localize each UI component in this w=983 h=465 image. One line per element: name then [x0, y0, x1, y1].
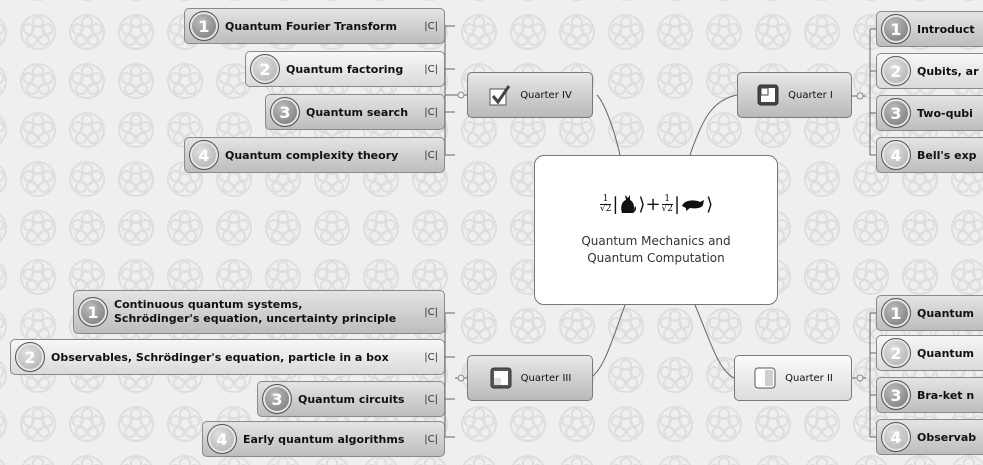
q4-item-1[interactable]: 1 Quantum Fourier Transform |C|	[184, 8, 445, 44]
q4-item-2-label: Quantum factoring	[286, 62, 404, 76]
number-4-icon: 4	[881, 422, 911, 452]
q3-item-1-label-line-2: Schrödinger's equation, uncertainty prin…	[114, 312, 397, 325]
quarter-iv-node[interactable]: Quarter IV	[467, 72, 593, 118]
q4-item-4-label: Quantum complexity theory	[225, 148, 399, 162]
q3-item-3[interactable]: 3 Quantum circuits |C|	[257, 381, 445, 417]
q2-item-2-label: Quantum	[917, 346, 974, 360]
q4-item-2[interactable]: 2 Quantum factoring |C|	[245, 51, 445, 87]
q1-item-3-label: Two-qubi	[917, 106, 973, 120]
plus-sign: +	[645, 193, 661, 215]
q4-item-4[interactable]: 4 Quantum complexity theory |C|	[184, 137, 445, 173]
number-4-icon: 4	[881, 140, 911, 170]
superposition-formula: 1 √2 | ⟩ + 1 √2 | ⟩	[599, 193, 713, 215]
quarter-iii-label: Quarter III	[520, 372, 572, 384]
dead-cat-icon	[682, 200, 705, 211]
three-quarter-pie-icon	[490, 367, 512, 389]
central-topic[interactable]: 1 √2 | ⟩ + 1 √2 | ⟩ Quantum Mechanics an…	[534, 155, 778, 305]
q2-item-1-label: Quantum	[917, 306, 974, 320]
c-tag: |C|	[424, 106, 438, 118]
fraction-one-over-root-two-b: 1 √2	[661, 193, 674, 214]
central-title-line-1: Quantum Mechanics and	[581, 234, 731, 248]
q3-item-4-label: Early quantum algorithms	[243, 432, 405, 446]
ket-close-angle: ⟩	[706, 193, 714, 215]
c-tag: |C|	[424, 149, 438, 161]
q3-item-3-label: Quantum circuits	[298, 392, 405, 406]
quarter-pie-icon	[757, 84, 779, 106]
fraction-one-over-root-two: 1 √2	[599, 193, 612, 214]
q3-item-1[interactable]: 1 Continuous quantum systems, Schrödinge…	[73, 290, 445, 334]
q2-item-4-label: Observab	[917, 430, 977, 444]
number-3-icon: 3	[270, 97, 300, 127]
quarter-ii-node[interactable]: Quarter II	[734, 355, 852, 401]
q2-item-3[interactable]: 3 Bra-ket n	[876, 377, 983, 413]
q3-item-1-label: Continuous quantum systems, Schrödinger'…	[114, 298, 418, 326]
q1-item-1-label: Introduct	[917, 22, 975, 36]
half-pie-icon	[754, 367, 776, 389]
c-tag: |C|	[424, 393, 438, 405]
q1-item-4-label: Bell's exp	[917, 148, 977, 162]
q1-item-2[interactable]: 2 Qubits, ar	[876, 53, 983, 89]
c-tag: |C|	[424, 63, 438, 75]
quarter-iv-label: Quarter IV	[520, 89, 572, 101]
number-1-icon: 1	[881, 298, 911, 328]
q1-item-3[interactable]: 3 Two-qubi	[876, 95, 983, 131]
ket-close-angle: ⟩	[638, 193, 646, 215]
number-3-icon: 3	[881, 380, 911, 410]
q4-item-3[interactable]: 3 Quantum search |C|	[265, 94, 445, 130]
central-title-line-2: Quantum Computation	[587, 251, 725, 265]
number-2-icon: 2	[250, 54, 280, 84]
number-3-icon: 3	[881, 98, 911, 128]
cat-icon	[621, 195, 637, 213]
number-3-icon: 3	[262, 384, 292, 414]
q2-item-1[interactable]: 1 Quantum	[876, 295, 983, 331]
fraction-numerator: 1	[664, 193, 671, 204]
c-tag: |C|	[424, 20, 438, 32]
ket-open-bar: |	[674, 193, 681, 215]
number-2-icon: 2	[881, 56, 911, 86]
fraction-denominator: √2	[599, 203, 612, 214]
q1-item-4[interactable]: 4 Bell's exp	[876, 137, 983, 173]
fraction-numerator: 1	[602, 193, 609, 204]
q3-item-4[interactable]: 4 Early quantum algorithms |C|	[202, 421, 445, 457]
q4-item-3-label: Quantum search	[306, 105, 409, 119]
number-4-icon: 4	[189, 140, 219, 170]
number-2-icon: 2	[15, 342, 45, 372]
q3-item-2-label: Observables, Schrödinger's equation, par…	[51, 350, 389, 364]
quarter-iii-node[interactable]: Quarter III	[467, 355, 593, 401]
c-tag: |C|	[424, 351, 438, 363]
fraction-denominator: √2	[661, 203, 674, 214]
q1-item-1[interactable]: 1 Introduct	[876, 11, 983, 47]
quarter-i-node[interactable]: Quarter I	[737, 72, 852, 118]
quarter-ii-label: Quarter II	[785, 372, 833, 384]
checkbox-icon	[489, 85, 511, 106]
q2-item-4[interactable]: 4 Observab	[876, 419, 983, 455]
c-tag: |C|	[424, 433, 438, 445]
number-1-icon: 1	[881, 14, 911, 44]
number-1-icon: 1	[78, 297, 108, 327]
q1-item-2-label: Qubits, ar	[917, 64, 979, 78]
q2-item-3-label: Bra-ket n	[917, 388, 975, 402]
quarter-i-label: Quarter I	[788, 89, 833, 101]
number-4-icon: 4	[207, 424, 237, 454]
c-tag: |C|	[424, 306, 438, 318]
q3-item-2[interactable]: 2 Observables, Schrödinger's equation, p…	[10, 339, 445, 375]
q4-item-1-label: Quantum Fourier Transform	[225, 19, 397, 33]
q3-item-1-label-line-1: Continuous quantum systems,	[114, 298, 303, 311]
q2-item-2[interactable]: 2 Quantum	[876, 335, 983, 371]
number-1-icon: 1	[189, 11, 219, 41]
ket-open-bar: |	[612, 193, 619, 215]
number-2-icon: 2	[881, 338, 911, 368]
